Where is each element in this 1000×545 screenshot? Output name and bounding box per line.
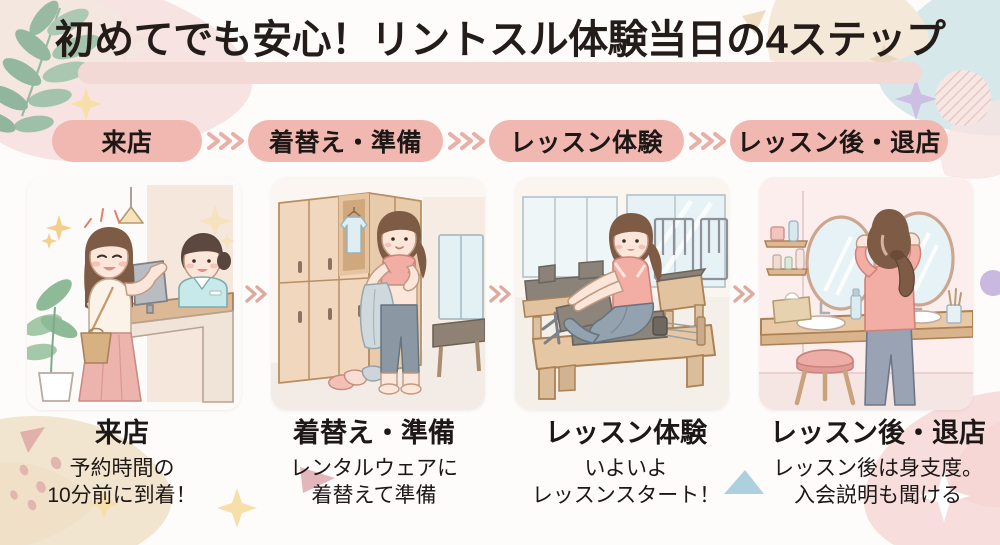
caption-1-line-2: 10分前に到着！	[47, 484, 197, 508]
title-underline-band	[78, 62, 922, 84]
triple-chevron-right-icon-2	[443, 129, 489, 153]
step-badge-4[interactable]: レッスン後・退店	[730, 120, 948, 162]
caption-2-line-1: レンタルウェアに	[290, 456, 458, 480]
illustration-reception-desk-greeting	[27, 177, 241, 410]
step-badge-3[interactable]: レッスン体験	[489, 120, 684, 162]
triple-chevron-right-icon-3	[684, 129, 730, 153]
title-text: 初めてでも安心！リントスル体験当日の4ステップ	[54, 18, 946, 62]
illustration-pilates-reformer-lesson	[515, 177, 729, 410]
illustration-locker-room-changing	[271, 177, 485, 410]
caption-step-3: レッスン体験 いよいよ レッスンスタート！	[504, 418, 748, 509]
double-chevron-right-icon-3	[729, 283, 759, 305]
caption-step-4: レッスン後・退店 レッスン後は身支度。 入会説明も聞ける	[756, 418, 1000, 509]
caption-1-head: 来店	[95, 418, 149, 448]
double-chevron-right-icon-2	[485, 283, 515, 305]
caption-step-2: 着替え・準備 レンタルウェアに 着替えて準備	[252, 418, 496, 509]
step-badge-row: 来店 着替え・準備 レッスン体験	[0, 118, 1000, 164]
caption-2-line-2: 着替えて準備	[311, 484, 437, 508]
caption-3-line-1: いよいよ	[584, 456, 668, 480]
double-chevron-right-icon-1	[241, 283, 271, 305]
caption-3-line-2: レッスンスタート！	[531, 484, 721, 508]
caption-4-head: レッスン後・退店	[770, 418, 986, 448]
step-badge-2[interactable]: 着替え・準備	[248, 120, 443, 162]
caption-4-line-2: 入会説明も聞ける	[794, 484, 962, 508]
caption-1-line-1: 予約時間の	[69, 456, 175, 480]
triple-chevron-right-icon-1	[202, 129, 248, 153]
illustration-panel-row	[0, 175, 1000, 412]
caption-step-1: 来店 予約時間の 10分前に到着！	[0, 418, 244, 509]
caption-3-head: レッスン体験	[545, 418, 707, 448]
caption-row: 来店 予約時間の 10分前に到着！ 着替え・準備 レンタルウェアに 着替えて準備…	[0, 418, 1000, 536]
step-badge-1[interactable]: 来店	[52, 120, 202, 162]
caption-2-head: 着替え・準備	[293, 418, 455, 448]
caption-4-line-1: レッスン後は身支度。	[773, 456, 983, 480]
illustration-powder-room-mirror	[759, 177, 973, 410]
page-title: 初めてでも安心！リントスル体験当日の4ステップ	[0, 18, 1000, 84]
